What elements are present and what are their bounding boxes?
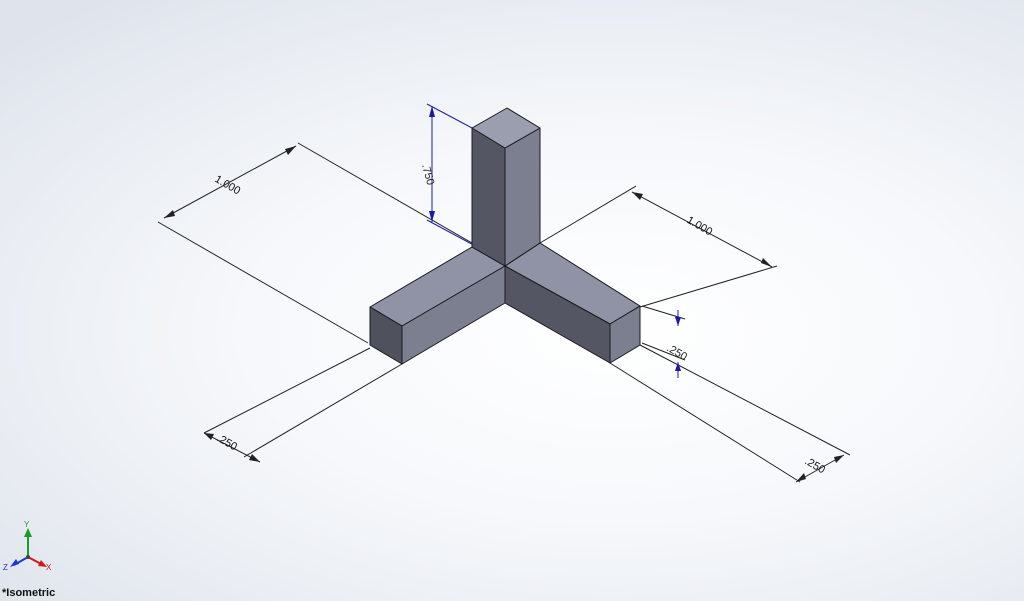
left-width-dimension-label[interactable]: .250 — [215, 432, 240, 453]
post-right-face — [504, 127, 541, 267]
left-length-dimension-label[interactable]: 1.000 — [213, 173, 243, 197]
axis-z-arrow-icon — [10, 559, 19, 567]
right-arm-end-face — [609, 305, 641, 364]
view-orientation-label: *Isometric — [2, 587, 56, 599]
right-length-dimension-label[interactable]: 1.000 — [685, 214, 715, 238]
dimension-arrowheads — [164, 146, 844, 482]
axis-x-label: X — [46, 563, 52, 572]
left-arm-end-face — [369, 306, 403, 365]
axis-z-label: Z — [3, 563, 8, 572]
part-model[interactable] — [369, 107, 641, 365]
axis-y-arrow-icon — [24, 528, 32, 537]
height-dimension-arrows — [429, 106, 681, 371]
post-top-face — [471, 107, 541, 149]
reference-triad: Y X Z — [3, 520, 52, 572]
axis-y-label: Y — [24, 520, 30, 529]
right-width-dimension-label[interactable]: .250 — [803, 455, 828, 476]
post-left-face — [471, 127, 506, 267]
axis-x-arrow-icon — [38, 560, 47, 567]
height-dimension-label[interactable]: .750 — [419, 163, 436, 187]
